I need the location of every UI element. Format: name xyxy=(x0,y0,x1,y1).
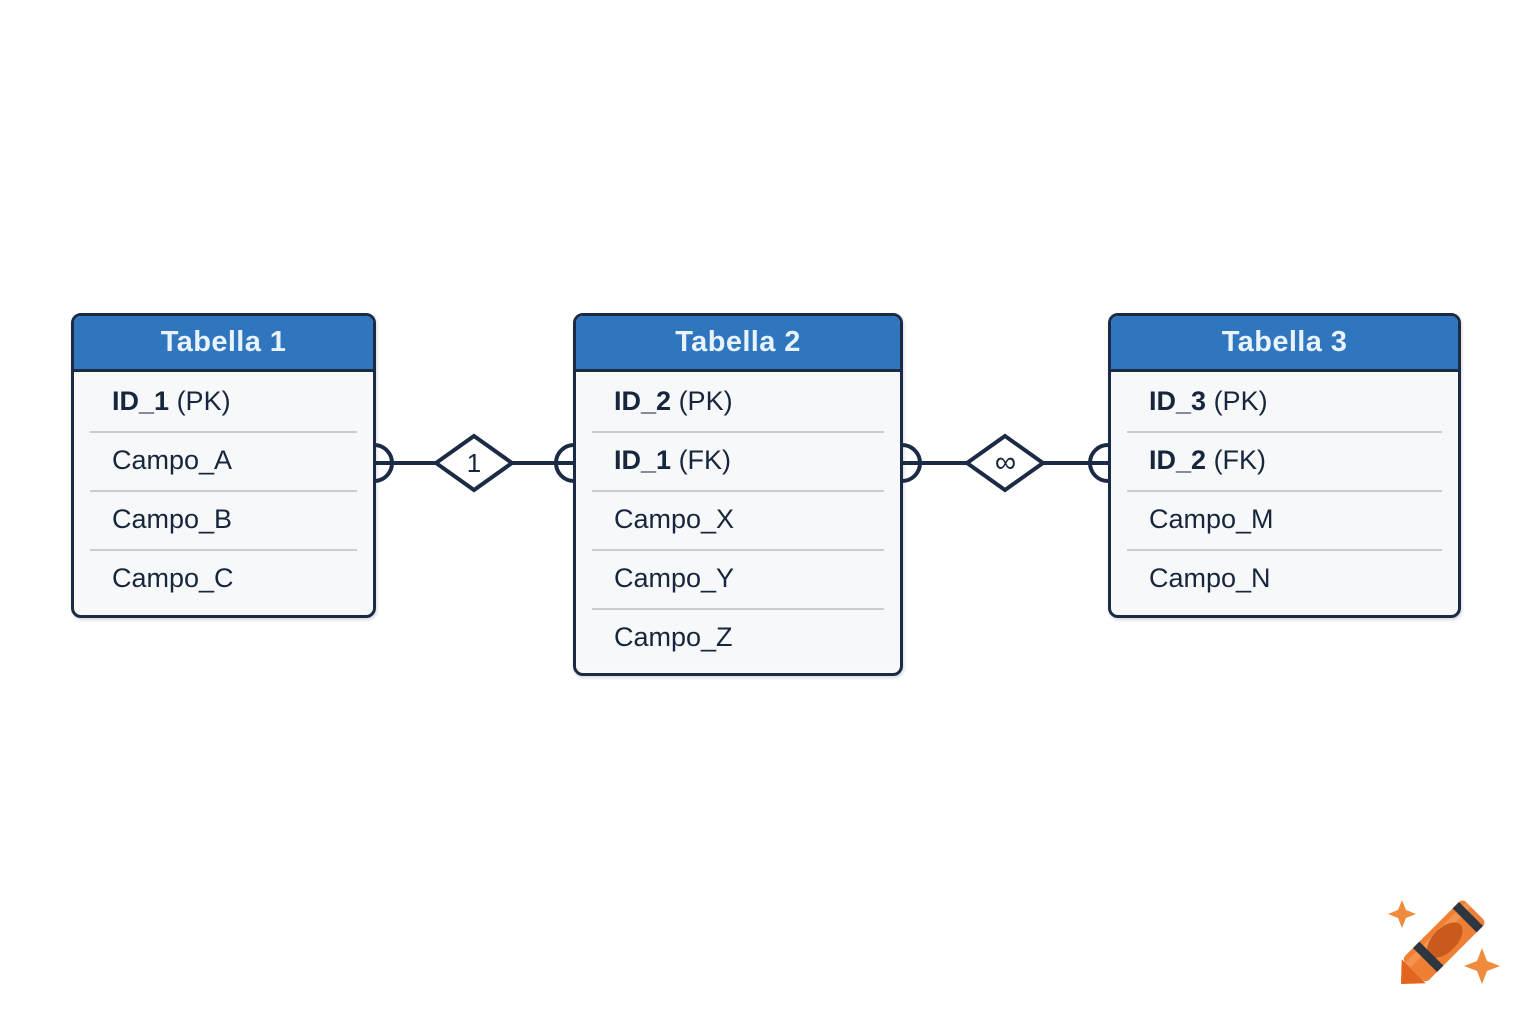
field-label: Campo_Z xyxy=(614,622,733,652)
field-row[interactable]: ID_3 (PK) xyxy=(1111,372,1458,431)
entity-table-tabella-3[interactable]: Tabella 3 ID_3 (PK) ID_2 (FK) Campo_M Ca… xyxy=(1108,313,1461,618)
field-row[interactable]: Campo_C xyxy=(74,549,373,608)
field-row[interactable]: Campo_M xyxy=(1111,490,1458,549)
field-row[interactable]: Campo_X xyxy=(576,490,900,549)
field-row[interactable]: Campo_Y xyxy=(576,549,900,608)
field-label: Campo_C xyxy=(112,563,234,593)
field-label: Campo_X xyxy=(614,504,735,534)
entity-header-tabella-3: Tabella 3 xyxy=(1111,316,1458,372)
field-label: ID_2 (FK) xyxy=(1149,445,1267,475)
relationship-label-2-3: ∞ xyxy=(994,446,1016,479)
field-label: Campo_N xyxy=(1149,563,1271,593)
entity-table-tabella-2[interactable]: Tabella 2 ID_2 (PK) ID_1 (FK) Campo_X Ca… xyxy=(573,313,903,676)
entity-table-tabella-1[interactable]: Tabella 1 ID_1 (PK) Campo_A Campo_B Camp… xyxy=(71,313,376,618)
entity-title: Tabella 3 xyxy=(1221,326,1348,358)
field-row[interactable]: ID_2 (PK) xyxy=(576,372,900,431)
field-row[interactable]: ID_2 (FK) xyxy=(1111,431,1458,490)
field-label: Campo_Y xyxy=(614,563,735,593)
field-label: Campo_M xyxy=(1149,504,1274,534)
sparkle-icon xyxy=(1388,900,1500,984)
field-row[interactable]: Campo_Z xyxy=(576,608,900,667)
entity-header-tabella-2: Tabella 2 xyxy=(576,316,900,372)
field-label: ID_2 (PK) xyxy=(614,386,733,416)
field-label: ID_1 (PK) xyxy=(112,386,231,416)
crayon-icon xyxy=(1388,900,1500,985)
entity-title: Tabella 2 xyxy=(675,326,801,358)
relationship-label-1-2: 1 xyxy=(466,448,482,478)
field-label: Campo_A xyxy=(112,445,233,475)
field-label: Campo_B xyxy=(112,504,233,534)
field-row[interactable]: Campo_N xyxy=(1111,549,1458,608)
entity-body-tabella-1: ID_1 (PK) Campo_A Campo_B Campo_C xyxy=(74,372,373,608)
field-row[interactable]: Campo_B xyxy=(74,490,373,549)
field-row[interactable]: ID_1 (FK) xyxy=(576,431,900,490)
field-row[interactable]: ID_1 (PK) xyxy=(74,372,373,431)
entity-body-tabella-3: ID_3 (PK) ID_2 (FK) Campo_M Campo_N xyxy=(1111,372,1458,608)
entity-header-tabella-1: Tabella 1 xyxy=(74,316,373,372)
field-label: ID_1 (FK) xyxy=(614,445,732,475)
field-row[interactable]: Campo_A xyxy=(74,431,373,490)
entity-body-tabella-2: ID_2 (PK) ID_1 (FK) Campo_X Campo_Y Camp… xyxy=(576,372,900,667)
entity-title: Tabella 1 xyxy=(160,326,287,358)
field-label: ID_3 (PK) xyxy=(1149,386,1268,416)
